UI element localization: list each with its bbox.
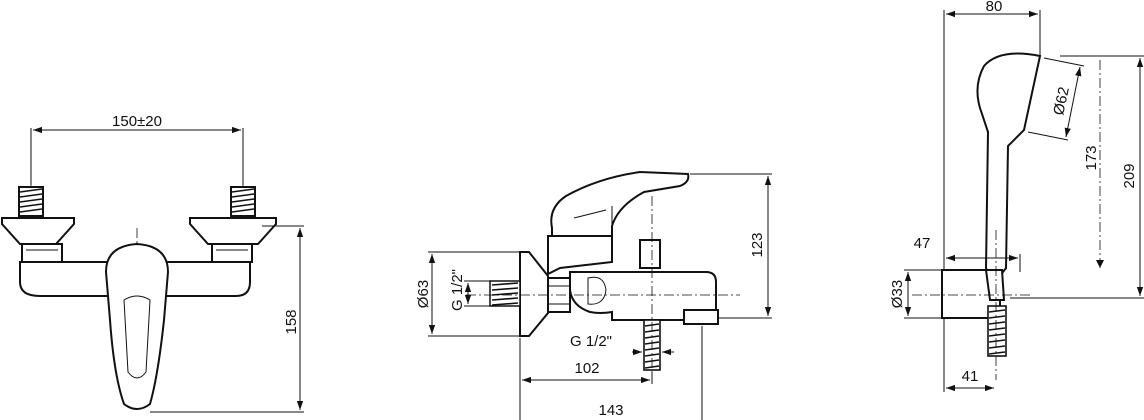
- dim-bracket-diameter-label: Ø33: [889, 280, 906, 308]
- front-view: 150±20: [1, 113, 304, 413]
- left-eccentric-connector: [1, 186, 75, 263]
- diverter-knob: [639, 239, 661, 269]
- shower-view: 80 Ø62 209 173 47 Ø33 41: [889, 0, 1144, 392]
- lever-handle: [104, 242, 170, 410]
- lever-handle-inner: [123, 295, 151, 379]
- bath-outlet: [683, 309, 719, 325]
- shower-hose: [987, 305, 1007, 357]
- dim-depth-label: 41: [962, 368, 979, 385]
- dim-length-total-label: 209: [1121, 163, 1138, 188]
- dim-projection-long-label: 143: [598, 402, 623, 419]
- dim-top-width-label: 80: [986, 0, 1003, 15]
- dim-side-height-label: 123: [749, 232, 766, 257]
- dim-diameter-label: Ø63: [415, 280, 432, 308]
- dim-width-label: 150±20: [112, 113, 162, 130]
- spout-detail: [587, 276, 607, 305]
- dim-length-inner-arrow: [1096, 260, 1104, 268]
- hand-shower: [976, 52, 1042, 278]
- dim-head-diameter-line: [1064, 66, 1082, 138]
- dim-head-extension-bottom: [1027, 131, 1069, 141]
- mixer-body-side: [547, 235, 613, 276]
- hand-shower-face: [1023, 55, 1041, 131]
- mixer-lever-side: [550, 170, 690, 237]
- lever-detail: [573, 206, 613, 232]
- dim-offset-label: 47: [914, 235, 931, 252]
- dim-projection-short-label: 102: [574, 360, 599, 377]
- dim-height-label: 158: [283, 309, 300, 334]
- side-view: Ø63 G 1/2" G 1/2" 123 102 143: [415, 170, 772, 420]
- spout-body: [569, 271, 717, 321]
- dim-head-extension-top: [1043, 57, 1085, 67]
- dim-thread-inlet-label: G 1/2": [449, 269, 466, 311]
- dim-head-diameter-label: Ø62: [1050, 85, 1073, 116]
- bracket-holder: [984, 269, 1006, 301]
- dim-length-inner-label: 173: [1083, 145, 1100, 170]
- right-eccentric-connector: [189, 186, 277, 263]
- wall-rosette: [519, 251, 549, 337]
- dim-thread-outlet-label: G 1/2": [570, 333, 612, 350]
